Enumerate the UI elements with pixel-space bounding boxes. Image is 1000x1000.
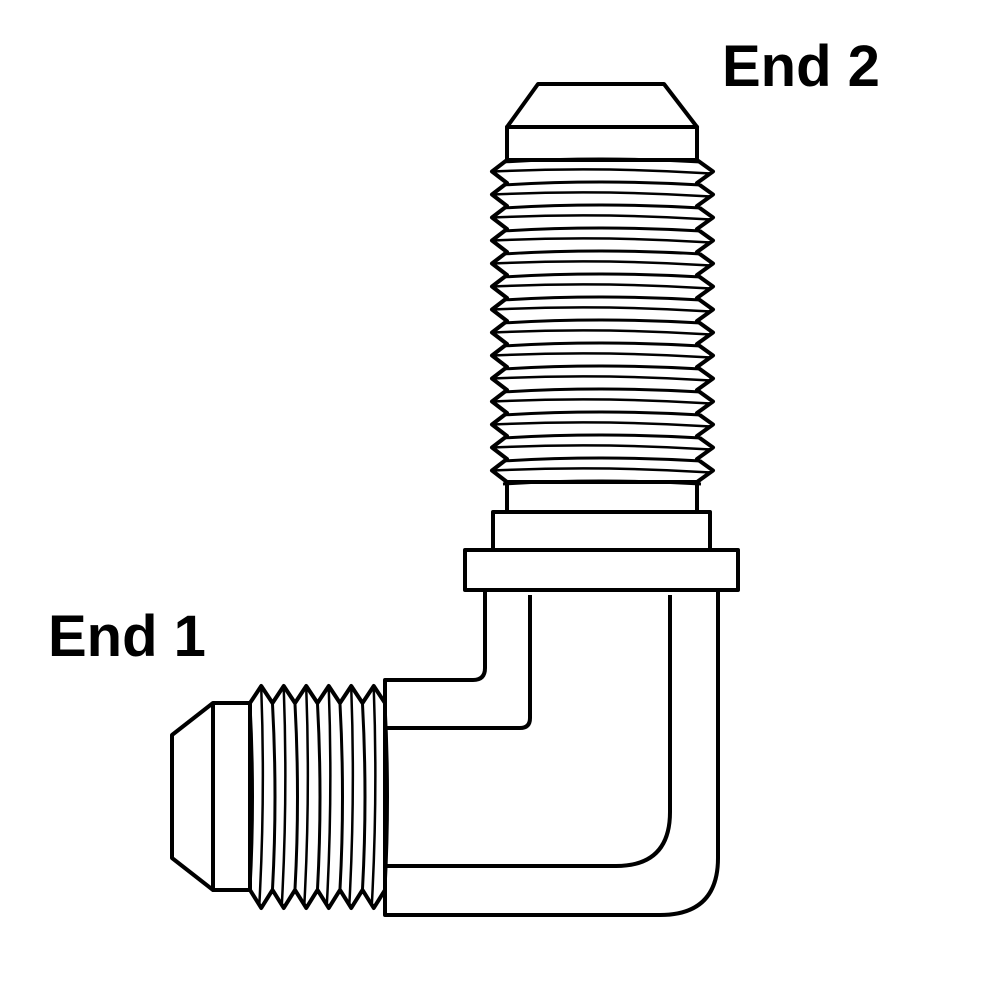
- end1-thread-root: [271, 703, 277, 890]
- end-1-label: End 1: [48, 604, 206, 669]
- end2-thread-root: [502, 295, 702, 302]
- end2-thread-root: [502, 318, 702, 325]
- end2-thread-crest: [493, 214, 712, 221]
- end2-thread-crest: [493, 329, 712, 336]
- end2-thread-crest: [493, 398, 712, 405]
- end1-thread-root: [248, 703, 254, 890]
- end2-thread-root: [502, 249, 702, 256]
- end2-thread-crest: [493, 283, 712, 290]
- end2-thread-root: [502, 180, 702, 187]
- end2-thread-root: [502, 364, 702, 371]
- end1-thread-root: [338, 703, 344, 890]
- end1-thread-crest: [348, 687, 355, 907]
- end1-thread-root: [293, 703, 299, 890]
- elbow-inner-line: [385, 595, 532, 730]
- end1-thread-crest: [258, 687, 265, 907]
- end2-thread-crest: [493, 260, 712, 267]
- end2-cap-base: [505, 125, 699, 164]
- hex-flange: [463, 548, 740, 592]
- elbow-inner-curve: [385, 595, 672, 868]
- end1-thread-root: [383, 703, 389, 890]
- end1-thread-root: [361, 703, 367, 890]
- end2-thread-root: [502, 433, 702, 440]
- end1-thread-crest: [280, 687, 287, 907]
- end2-thread-crest: [493, 306, 712, 313]
- end2-thread-root: [502, 410, 702, 417]
- end2-cap-flare: [505, 82, 699, 129]
- end1-threads: [248, 684, 389, 910]
- end2-thread-root: [502, 479, 702, 486]
- end2-thread-root: [502, 456, 702, 463]
- neck: [505, 478, 699, 514]
- end2-thread-root: [502, 387, 702, 394]
- elbow-body-outline: [383, 588, 720, 917]
- end2-thread-crest: [493, 352, 712, 359]
- end1-thread-crest: [325, 687, 332, 907]
- end2-thread-root: [502, 341, 702, 348]
- end2-thread-root: [502, 272, 702, 279]
- end-2-label: End 2: [722, 34, 880, 99]
- end2-thread-crest: [493, 375, 712, 382]
- end2-thread-crest: [493, 467, 712, 474]
- end2-thread-root: [502, 203, 702, 210]
- end2-thread-root: [502, 157, 702, 164]
- collar: [491, 510, 712, 552]
- end2-thread-crest: [493, 168, 712, 175]
- end2-thread-root: [502, 226, 702, 233]
- end1-thread-root: [316, 703, 322, 890]
- end2-thread-crest: [493, 444, 712, 451]
- end2-threads: [490, 157, 715, 486]
- end2-thread-crest: [493, 191, 712, 198]
- end2-thread-crest: [493, 237, 712, 244]
- end1-thread-crest: [303, 687, 310, 907]
- end2-thread-crest: [493, 421, 712, 428]
- end1-thread-crest: [370, 687, 377, 907]
